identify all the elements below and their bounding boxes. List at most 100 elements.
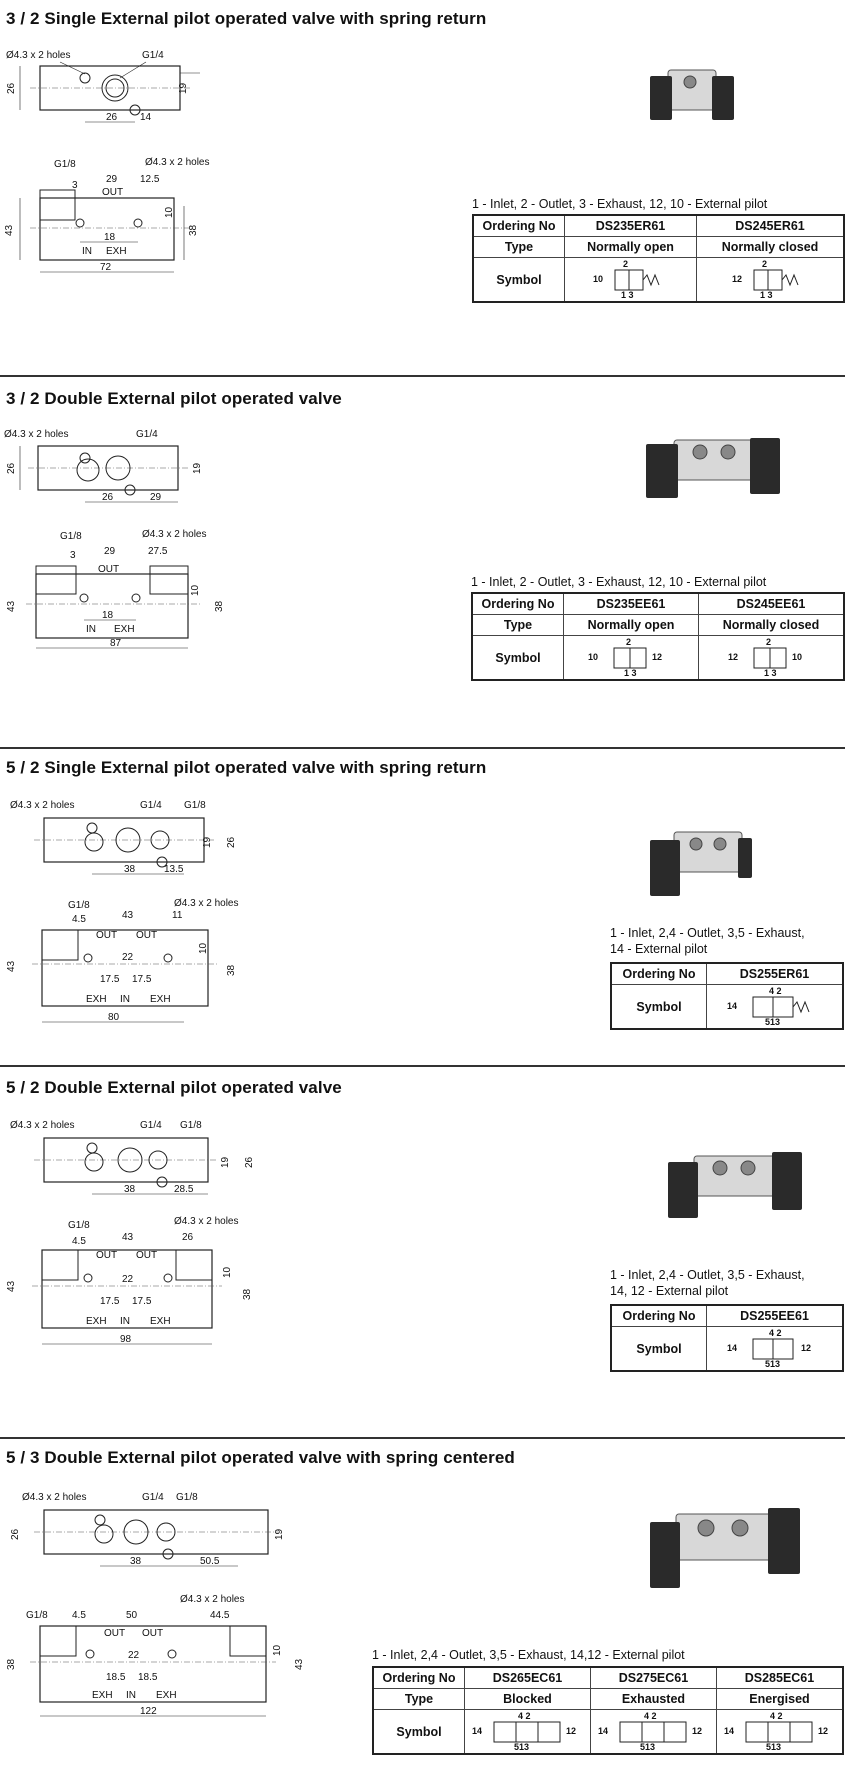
side-view-drawing: G1/8 Ø4.3 x 2 holes 3 29 27.5 OUT 10 18 … — [6, 529, 225, 649]
type-label: Type — [372, 1688, 465, 1710]
symbol-pilot: 14 — [598, 1726, 608, 1736]
dim-label: 43 — [6, 1280, 17, 1292]
top-view-drawing: Ø4.3 x 2 holes G1/4 G1/8 19 26 38 13.5 — [10, 800, 237, 875]
out-label: OUT — [96, 930, 117, 941]
legend-line: 14, 12 - External pilot — [610, 1284, 729, 1298]
symbol-port: 4 2 — [644, 1711, 657, 1721]
valve-photo — [646, 438, 780, 498]
ordering-code: DS265EC61 — [464, 1666, 591, 1689]
spec-table: Ordering No DS265EC61 DS275EC61 DS285EC6… — [372, 1666, 844, 1755]
dim-label: 38 — [214, 600, 225, 612]
type-value: Normally open — [563, 614, 699, 636]
symbol-port: 513 — [766, 1742, 781, 1752]
ordering-code: DS245EE61 — [697, 592, 845, 615]
dim-label: 18.5 — [106, 1672, 126, 1683]
valve-photo — [650, 831, 752, 896]
section-title: 5 / 3 Double External pilot operated val… — [6, 1448, 515, 1467]
dim-label: 19 — [192, 462, 203, 474]
holes-label: Ø4.3 x 2 holes — [10, 800, 74, 811]
dim-label: 12.5 — [140, 174, 160, 185]
exh-label: EXH — [150, 994, 171, 1005]
type-value: Normally closed — [696, 236, 845, 258]
section-5-3-double-spring-centered: 5 / 3 Double External pilot operated val… — [0, 1438, 850, 1780]
dim-label: 26 — [106, 112, 118, 123]
ordering-code: DS235EE61 — [563, 592, 699, 615]
in-label: IN — [86, 624, 96, 635]
symbol-pilot: 14 — [727, 1001, 737, 1011]
dim-label: 38 — [242, 1288, 253, 1300]
symbol-port: 4 2 — [518, 1711, 531, 1721]
dim-label: 26 — [226, 836, 237, 848]
symbol-pilot: 10 — [588, 652, 598, 662]
holes-label: Ø4.3 x 2 holes — [174, 1216, 238, 1227]
port-label: G1/4 — [142, 50, 164, 61]
symbol-port: 1 3 — [764, 668, 777, 678]
g18-label: G1/8 — [26, 1610, 48, 1621]
dim-label: 98 — [120, 1334, 132, 1345]
dim-label: 38 — [226, 964, 237, 976]
dim-label: 10 — [198, 942, 209, 954]
in-label: IN — [120, 994, 130, 1005]
dim-label: 11 — [172, 910, 183, 921]
dim-label: 10 — [164, 206, 175, 218]
dim-label: 43 — [6, 600, 17, 612]
symbol-pilot: 14 — [727, 1343, 737, 1353]
dim-label: 43 — [294, 1658, 305, 1670]
out-label: OUT — [136, 1250, 157, 1261]
g18-label: G1/8 — [54, 159, 76, 170]
in-label: IN — [120, 1316, 130, 1327]
valve-symbol: 2 10 1 3 — [563, 257, 698, 303]
dim-label: 3 — [72, 180, 78, 191]
valve-photo — [650, 69, 734, 120]
dim-label: 19 — [178, 82, 189, 94]
g18-label: G1/8 — [68, 1220, 90, 1231]
port-legend: 1 - Inlet, 2,4 - Outlet, 3,5 - Exhaust, … — [610, 1267, 805, 1299]
port-label: G1/8 — [176, 1492, 198, 1503]
dim-label: 26 — [244, 1156, 255, 1168]
exh-label: EXH — [86, 1316, 107, 1327]
legend-line: 1 - Inlet, 2,4 - Outlet, 3,5 - Exhaust, — [610, 1268, 805, 1282]
ordering-label: Ordering No — [372, 1666, 465, 1689]
valve-photo — [650, 1508, 800, 1588]
out-label: OUT — [96, 1250, 117, 1261]
side-view-drawing: G1/8 Ø4.3 x 2 holes 4.5 43 26 OUT OUT 10… — [6, 1216, 253, 1345]
holes-label: Ø4.3 x 2 holes — [142, 529, 206, 540]
dim-label: 27.5 — [148, 546, 168, 557]
dim-label: 43 — [6, 960, 17, 972]
dim-label: 13.5 — [164, 864, 184, 875]
symbol-port: 4 2 — [769, 986, 782, 996]
section-3-2-single-spring: 3 / 2 Single External pilot operated val… — [0, 0, 850, 377]
out-label: OUT — [136, 930, 157, 941]
valve-photo — [668, 1152, 802, 1218]
section-divider — [0, 747, 845, 749]
dim-label: 80 — [108, 1012, 120, 1023]
symbol-port: 513 — [514, 1742, 529, 1752]
dim-label: 29 — [106, 174, 118, 185]
symbol-pilot: 12 — [652, 652, 662, 662]
g18-label: G1/8 — [60, 531, 82, 542]
dim-label: 87 — [110, 638, 122, 649]
symbol-port: 4 2 — [770, 1711, 783, 1721]
port-label: G1/4 — [140, 1120, 162, 1131]
dim-label: 19 — [202, 836, 213, 848]
dim-label: 10 — [272, 1644, 283, 1656]
port-legend: 1 - Inlet, 2,4 - Outlet, 3,5 - Exhaust, … — [610, 925, 805, 957]
side-view-drawing: G1/8 Ø4.3 x 2 holes 3 29 12.5 OUT 10 18 … — [4, 157, 209, 273]
spec-table: Ordering No DS255ER61 Symbol 4 2 14 513 — [610, 962, 844, 1030]
dim-label: 17.5 — [100, 974, 120, 985]
port-legend: 1 - Inlet, 2 - Outlet, 3 - Exhaust, 12, … — [471, 575, 767, 589]
symbol-port: 513 — [765, 1359, 780, 1369]
in-label: IN — [126, 1690, 136, 1701]
symbol-pilot: 10 — [593, 274, 603, 284]
in-label: IN — [82, 246, 92, 257]
exh-label: EXH — [156, 1690, 177, 1701]
ordering-label: Ordering No — [472, 214, 565, 237]
section-title: 5 / 2 Double External pilot operated val… — [6, 1078, 342, 1097]
holes-label: Ø4.3 x 2 holes — [4, 429, 68, 440]
ordering-code: DS255EE61 — [706, 1304, 844, 1327]
dim-label: 29 — [104, 546, 116, 557]
ordering-code: DS235ER61 — [563, 214, 698, 237]
valve-symbol: 4 2 14 513 — [706, 984, 844, 1030]
dim-label: 18 — [102, 610, 114, 621]
dim-label: 72 — [100, 262, 112, 273]
